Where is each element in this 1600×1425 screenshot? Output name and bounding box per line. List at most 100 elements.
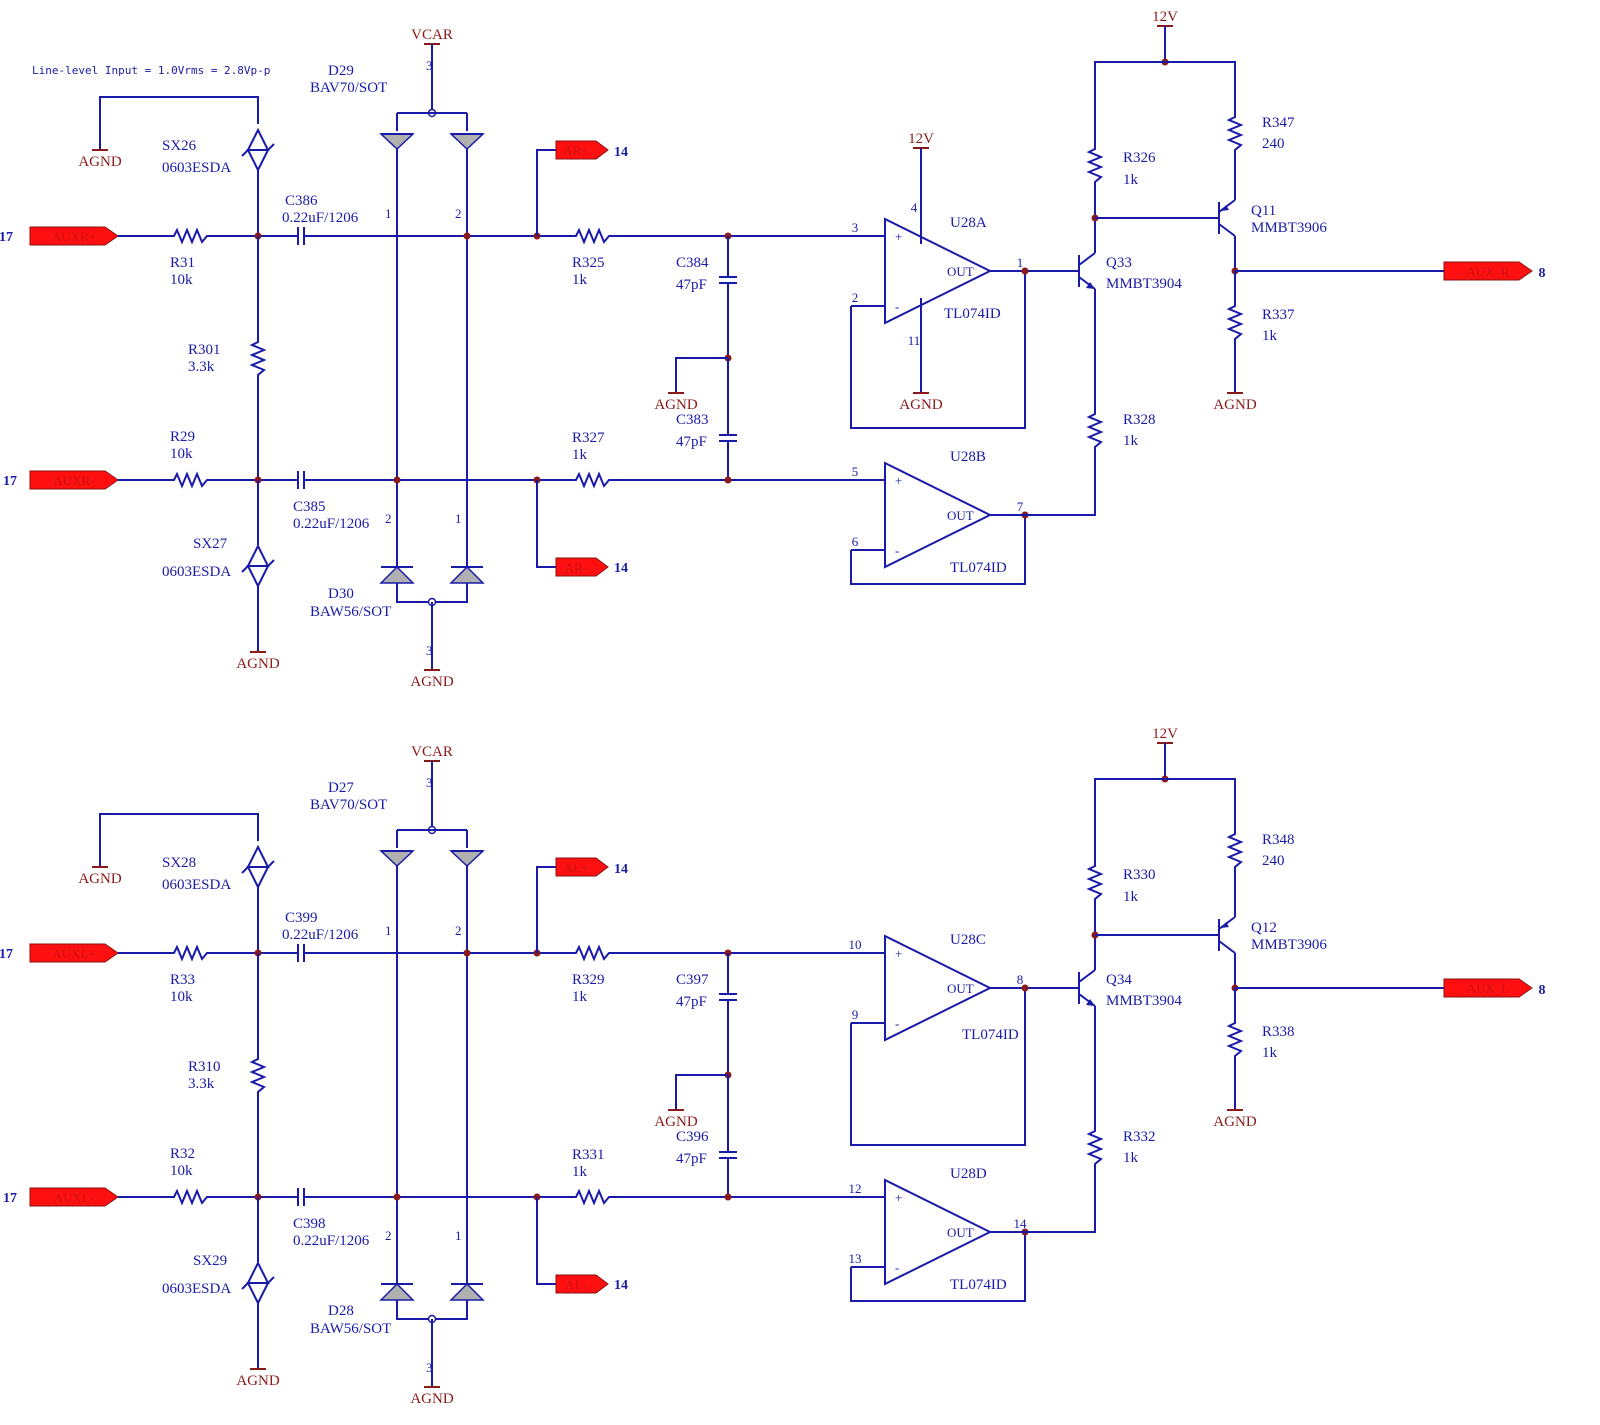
resistor-bias <box>249 338 267 378</box>
value-q-npn: MMBT3904 <box>1106 276 1182 292</box>
tvs-esd-top-bar <box>241 143 275 157</box>
ref-r-bias: R310 <box>188 1059 221 1075</box>
wire-op-a-fb <box>850 271 1026 429</box>
junction-op-a-out <box>1021 984 1029 992</box>
ref-c-filter-top: C384 <box>676 255 709 271</box>
sheet-ref-in-bottom: 17 <box>3 1191 17 1206</box>
value-r-bias: 3.3k <box>188 1076 215 1092</box>
agnd-esd-top-label: AGND <box>78 154 121 170</box>
value-c-top: 0.22uF/1206 <box>282 210 359 226</box>
sheet-ref-tap-top: 14 <box>614 145 628 160</box>
value-r-load: 1k <box>1262 328 1278 344</box>
value-d-bottom: BAW56/SOT <box>310 1321 391 1337</box>
port-tap-plus-label: AR+ <box>563 143 588 158</box>
ref-r-pnp-emitter: R347 <box>1262 115 1295 131</box>
value-r-in-plus: 10k <box>170 272 193 288</box>
tvs-esd-bottom-lower <box>246 565 270 589</box>
ref-c-filter-top: C397 <box>676 972 709 988</box>
ref-r-in-plus: R31 <box>170 255 195 271</box>
resistor-filter-top <box>572 227 612 245</box>
wire-v12-rail <box>1094 778 1236 862</box>
value-q-npn: MMBT3904 <box>1106 993 1182 1009</box>
pin-d-bot-3: 3 <box>426 1360 433 1375</box>
ref-op-a: U28A <box>950 215 987 231</box>
tvs-esd-top-lower <box>246 149 270 173</box>
ref-r-filter-top: R325 <box>572 255 605 271</box>
junction-op-a-out <box>1021 267 1029 275</box>
pin-op-b-in-minus: 6 <box>852 534 859 549</box>
transistor-npn-arrow <box>1086 282 1095 289</box>
resistor-collector <box>1086 862 1104 902</box>
transistor-npn-arrow <box>1086 999 1095 1006</box>
pin-op-a-in-minus: 9 <box>852 1007 859 1022</box>
pin-op-a-in-minus: 2 <box>852 290 859 305</box>
value-c-filter-top: 47pF <box>676 277 707 293</box>
port-tap-minus <box>555 557 609 577</box>
value-esd-bottom: 0603ESDA <box>162 564 231 580</box>
transistor-pnp-arrow <box>1221 205 1229 211</box>
transistor-pnp-lead-a <box>1218 916 1236 930</box>
pin-op-a-in-plus: 3 <box>852 220 859 235</box>
ref-r-in-minus: R29 <box>170 429 195 445</box>
value-c-bottom: 0.22uF/1206 <box>293 1233 370 1249</box>
v12-out-label: 12V <box>1152 726 1178 742</box>
wire-tap-bottom <box>536 480 556 568</box>
ref-r-filter-bottom: R331 <box>572 1147 605 1163</box>
tvs-esd-bottom-upper <box>246 1260 270 1284</box>
opamp-b-out: OUT <box>947 1225 974 1240</box>
agnd-op-label: AGND <box>899 397 942 413</box>
agnd-cap-label: AGND <box>654 397 697 413</box>
value-c-filter-bottom: 47pF <box>676 1151 707 1167</box>
value-r-pnp-emitter: 240 <box>1262 136 1285 152</box>
port-tap-minus <box>555 1274 609 1294</box>
wire-tap-top <box>536 149 556 236</box>
ref-esd-bottom: SX27 <box>193 536 228 552</box>
transistor-npn-lead-a <box>1078 252 1096 266</box>
pin-op-a-vcc: 4 <box>911 200 918 215</box>
value-r-filter-top: 1k <box>572 272 588 288</box>
wire-op-b-fb <box>850 515 1026 585</box>
junction-rail-a <box>393 476 401 484</box>
pin-op-b-in-minus: 13 <box>849 1251 862 1266</box>
port-in-plus <box>29 943 119 963</box>
ref-d-bottom: D30 <box>328 586 354 602</box>
port-out-label: AUX_R <box>1466 264 1510 279</box>
pin-op-a-in-plus: 10 <box>849 937 862 952</box>
sheet-ref-in-bottom: 17 <box>3 474 17 489</box>
diode-d-top-b <box>449 133 485 151</box>
diode-d-bottom-b <box>449 1282 485 1301</box>
ref-d-top: D29 <box>328 63 354 79</box>
pin-d-top-3: 3 <box>426 58 433 73</box>
value-esd-top: 0603ESDA <box>162 877 231 893</box>
pin-d-top-1: 1 <box>385 923 392 938</box>
value-r-emitter: 1k <box>1123 1150 1139 1166</box>
wire-tap-bottom <box>536 1197 556 1285</box>
value-esd-top: 0603ESDA <box>162 160 231 176</box>
ref-op-b: U28B <box>950 449 986 465</box>
ref-d-bottom: D28 <box>328 1303 354 1319</box>
resistor-in-plus <box>170 944 210 962</box>
port-tap-minus-label: AL- <box>565 1277 587 1292</box>
tvs-esd-bottom-upper <box>246 543 270 567</box>
pin-d-top-1: 1 <box>385 206 392 221</box>
opamp-a-minus: - <box>895 299 899 314</box>
value-r-filter-bottom: 1k <box>572 1164 588 1180</box>
ref-c-top: C399 <box>285 910 318 926</box>
value-r-pnp-emitter: 240 <box>1262 853 1285 869</box>
transistor-pnp-lead-a <box>1218 199 1236 213</box>
ref-c-bottom: C385 <box>293 499 326 515</box>
input-level-note: Line-level Input = 1.0Vrms = 2.8Vp-p <box>32 64 270 77</box>
ref-q-pnp: Q11 <box>1251 203 1276 219</box>
opamp-b-minus: - <box>895 543 899 558</box>
diode-d-bottom-a <box>379 1282 415 1301</box>
diode-d-bottom-b <box>449 565 485 584</box>
port-in-plus-label: AUXL+ <box>52 946 95 961</box>
resistor-bias <box>249 1055 267 1095</box>
ref-r-in-plus: R33 <box>170 972 195 988</box>
value-r-load: 1k <box>1262 1045 1278 1061</box>
resistor-pnp-emitter <box>1226 113 1244 153</box>
wire-op-b-fb <box>850 1232 1026 1302</box>
resistor-load <box>1226 302 1244 342</box>
pin-op-b-out: 7 <box>1017 499 1024 514</box>
opamp-a-out: OUT <box>947 264 974 279</box>
